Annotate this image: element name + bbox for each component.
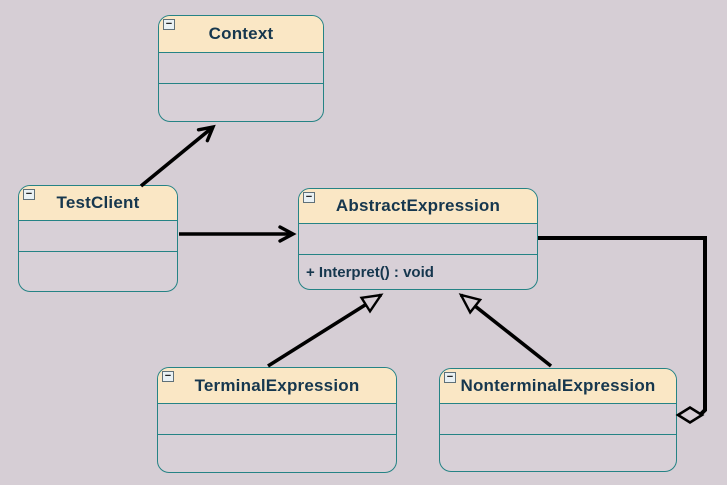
attributes-compartment (440, 404, 676, 435)
attributes-compartment (299, 224, 537, 255)
class-box-context[interactable]: − Context (158, 15, 324, 122)
class-title: TestClient (56, 193, 140, 212)
class-title: TerminalExpression (194, 375, 360, 395)
association-testclient-to-context[interactable] (139, 124, 216, 188)
class-title: NonterminalExpression (460, 376, 656, 395)
operations-compartment: + Interpret() : void (299, 255, 537, 289)
collapse-icon[interactable]: − (162, 371, 174, 382)
class-title: Context (208, 24, 274, 43)
class-box-abstractexpression[interactable]: − AbstractExpression + Interpret() : voi… (298, 188, 538, 290)
class-header: − Context (159, 16, 323, 53)
class-header: − AbstractExpression (299, 189, 537, 224)
operations-compartment (19, 252, 177, 291)
collapse-icon[interactable]: − (303, 192, 315, 203)
class-header: − TestClient (19, 186, 177, 221)
class-header: − TerminalExpression (158, 368, 396, 404)
attributes-compartment (19, 221, 177, 252)
class-box-terminalexpression[interactable]: − TerminalExpression (157, 367, 397, 473)
class-title: AbstractExpression (335, 196, 501, 215)
aggregation-diamond (675, 405, 705, 425)
attributes-compartment (158, 404, 396, 435)
generalization-terminalexpression-to-abstractexpression[interactable] (267, 293, 384, 368)
collapse-icon[interactable]: − (163, 19, 175, 30)
class-header: − NonterminalExpression (440, 369, 676, 404)
collapse-icon[interactable]: − (23, 189, 35, 200)
class-box-testclient[interactable]: − TestClient (18, 185, 178, 292)
operations-compartment (159, 84, 323, 121)
operations-compartment (158, 435, 396, 472)
operation-interpret: + Interpret() : void (306, 263, 434, 281)
collapse-icon[interactable]: − (444, 372, 456, 383)
generalization-nonterminalexpression-to-abstractexpression[interactable] (458, 293, 553, 368)
class-box-nonterminalexpression[interactable]: − NonterminalExpression (439, 368, 677, 472)
operations-compartment (440, 435, 676, 471)
attributes-compartment (159, 53, 323, 84)
